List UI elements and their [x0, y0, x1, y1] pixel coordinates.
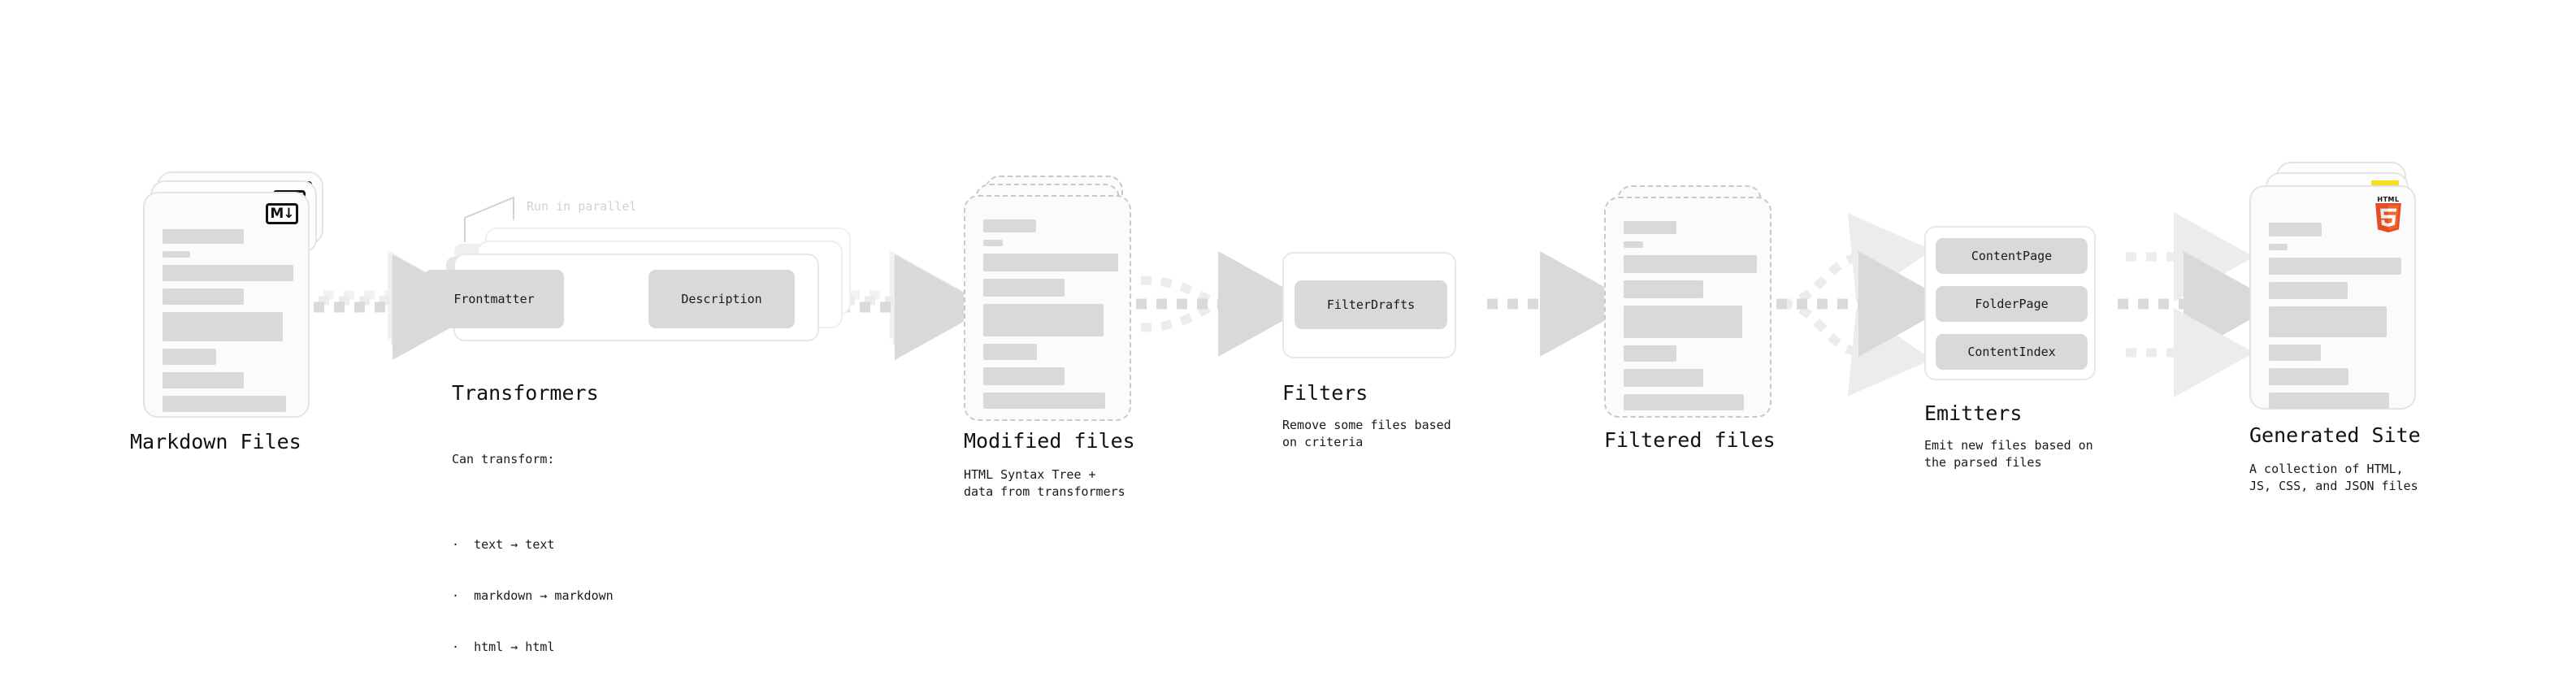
site-card-front: HTML: [2249, 185, 2416, 410]
doc-bar: [983, 279, 1065, 297]
markdown-icon: M↓: [266, 203, 298, 224]
desc-line-1: Remove some files based: [1282, 418, 1451, 432]
run-in-parallel-label: Run in parallel: [527, 199, 637, 214]
html5-shield: [2375, 203, 2401, 232]
desc-line-1: HTML Syntax Tree +: [964, 467, 1096, 482]
site-doc-lines: [2269, 223, 2401, 409]
doc-bar: [1624, 306, 1742, 338]
arrow-markdown-to-transformers: [314, 250, 488, 360]
arrow-modified-to-filters: [1136, 251, 1313, 357]
doc-bar: [1624, 255, 1757, 273]
desc-line-1: Emit new files based on: [1924, 438, 2093, 453]
stage-desc-filters: Remove some files based on criteria: [1282, 417, 1451, 451]
html5-icon: HTML: [2373, 196, 2404, 233]
emitter-chip-folderpage[interactable]: FolderPage: [1936, 286, 2088, 322]
stage-title-emitters: Emitters: [1924, 401, 2023, 425]
desc-line-2: JS, CSS, and JSON files: [2249, 479, 2418, 493]
transformer-group-front: Frontmatter Description: [424, 254, 819, 341]
stage-desc-emitters: Emit new files based on the parsed files: [1924, 437, 2093, 471]
doc-bar: [2269, 282, 2348, 299]
stage-desc-generated-site: A collection of HTML, JS, CSS, and JSON f…: [2249, 461, 2418, 495]
transformer-chip-description[interactable]: Description: [648, 270, 795, 328]
transformer-chip-frontmatter[interactable]: Frontmatter: [424, 270, 564, 328]
doc-bar: [2269, 258, 2401, 275]
doc-bar: [163, 288, 244, 305]
markdown-doc-lines: [163, 229, 293, 412]
doc-bar: [1624, 369, 1703, 387]
transformers-bullet: html → html: [452, 639, 614, 656]
stage-title-filtered-files: Filtered files: [1604, 428, 1776, 452]
stage-title-transformers: Transformers: [452, 381, 599, 405]
doc-bar: [1624, 280, 1703, 298]
doc-bar: [983, 304, 1104, 336]
doc-bar: [163, 229, 244, 244]
stage-title-filters: Filters: [1282, 381, 1368, 405]
modified-doc-lines: [983, 219, 1118, 409]
doc-bar: [2269, 368, 2348, 385]
doc-bar: [1624, 345, 1676, 362]
doc-bar: [163, 372, 244, 388]
stage-title-generated-site: Generated Site: [2249, 423, 2421, 447]
markdown-card-front: M↓: [143, 192, 310, 418]
modified-card-front: [964, 195, 1131, 421]
doc-bar: [983, 367, 1065, 385]
doc-bar: [163, 349, 216, 365]
doc-bar: [2269, 393, 2389, 409]
doc-bar: [163, 312, 283, 341]
doc-bar: [983, 254, 1118, 271]
arrow-filtered-to-emitters: [1776, 213, 1954, 397]
arrow-emitters-to-site: [2118, 212, 2279, 397]
emitter-chip-contentpage[interactable]: ContentPage: [1936, 238, 2088, 274]
doc-bar: [2269, 223, 2322, 236]
doc-bar: [163, 251, 190, 258]
doc-bar: [1624, 394, 1744, 410]
filters-group-box: FilterDrafts: [1282, 252, 1456, 358]
doc-bar: [983, 219, 1036, 232]
stage-desc-transformers: Can transform: text → text markdown → ma…: [452, 417, 614, 681]
desc-line-2: data from transformers: [964, 484, 1125, 499]
doc-bar: [983, 240, 1003, 246]
desc-line-2: on criteria: [1282, 435, 1364, 449]
doc-bar: [163, 396, 286, 412]
emitters-group-box: ContentPage FolderPage ContentIndex: [1924, 226, 2096, 380]
transformers-desc-lead: Can transform:: [452, 452, 555, 466]
filtered-card-front: [1604, 197, 1772, 418]
filtered-doc-lines: [1624, 221, 1757, 410]
doc-bar: [2269, 345, 2321, 361]
filter-chip-filterdrafts[interactable]: FilterDrafts: [1295, 280, 1447, 329]
doc-bar: [1624, 221, 1676, 234]
doc-bar: [983, 393, 1105, 409]
transformers-bullet-list: text → text markdown → markdown html → h…: [452, 502, 614, 681]
emitter-chip-contentindex[interactable]: ContentIndex: [1936, 334, 2088, 370]
html5-icon-word: HTML: [2377, 196, 2400, 203]
desc-line-2: the parsed files: [1924, 455, 2042, 470]
transformers-bullet: markdown → markdown: [452, 588, 614, 605]
stage-desc-modified-files: HTML Syntax Tree + data from transformers: [964, 466, 1125, 501]
transformers-bullet: text → text: [452, 536, 614, 553]
doc-bar: [2269, 306, 2387, 337]
doc-bar: [2269, 244, 2288, 250]
desc-line-1: A collection of HTML,: [2249, 462, 2404, 476]
stage-title-modified-files: Modified files: [964, 429, 1135, 453]
doc-bar: [983, 344, 1037, 360]
doc-bar: [163, 265, 293, 281]
doc-bar: [1624, 241, 1643, 248]
stage-title-markdown-files: Markdown Files: [130, 430, 301, 453]
